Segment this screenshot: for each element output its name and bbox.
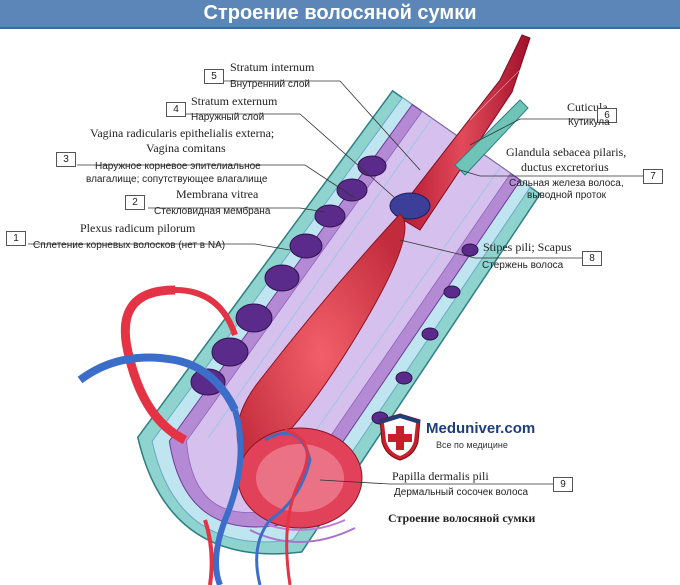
follicle-collar xyxy=(389,192,431,220)
label-5-number: 5 xyxy=(204,69,224,84)
label-3-latin: Vagina radicularis epithelialis externa; xyxy=(90,126,275,140)
label-7-latin: Glandula sebacea pilaris, xyxy=(506,145,627,159)
label-4-latin: Stratum externum xyxy=(191,94,278,108)
label-9-latin: Papilla dermalis pili xyxy=(392,469,489,483)
blood-vessels xyxy=(77,285,312,585)
label-6-russian: Кутикула xyxy=(568,117,610,128)
figure-caption: Строение волосяной сумки xyxy=(388,511,536,525)
label-3-russian: Наружное корневое эпителиальное xyxy=(95,161,261,172)
label-7-russian-line2: выводной проток xyxy=(527,190,607,201)
label-8-latin: Stipes pili; Scapus xyxy=(483,240,572,254)
label-7-latin-line2: ductus excretorius xyxy=(521,160,609,174)
label-7-russian: Сальная железа волоса, xyxy=(509,178,624,189)
logo-name: Meduniver.com xyxy=(426,420,536,437)
label-4-russian: Наружный слой xyxy=(191,112,265,123)
label-1-russian: Сплетение корневых волосков (нет в NA) xyxy=(33,240,226,251)
label-2-latin: Membrana vitrea xyxy=(176,187,259,201)
label-4-number: 4 xyxy=(166,102,186,117)
title-bar xyxy=(0,0,680,29)
label-9-number: 9 xyxy=(553,477,573,492)
label-3-russian-line2: влагалище; сопутствующее влагалище xyxy=(86,174,268,185)
label-3-latin-line2: Vagina comitans xyxy=(146,141,226,155)
plexus-radicum-bumps xyxy=(190,155,479,425)
meduniver-logo: Meduniver.com Все по медицине xyxy=(378,412,548,464)
label-1-number: 1 xyxy=(6,231,26,246)
label-9-russian: Дермальный сосочек волоса xyxy=(394,487,529,498)
hair-shaft xyxy=(394,34,541,231)
label-2-russian: Стекловидная мембрана xyxy=(154,206,271,217)
label-1-latin: Plexus radicum pilorum xyxy=(80,221,196,235)
label-5-russian: Внутренний слой xyxy=(230,79,310,90)
page-title: Строение волосяной сумки xyxy=(203,2,477,24)
shield-cross-icon xyxy=(379,413,421,461)
label-8-number: 8 xyxy=(582,251,602,266)
leader-lines xyxy=(28,80,645,485)
label-8-russian: Стержень волоса xyxy=(482,260,564,271)
label-7-number: 7 xyxy=(643,169,663,184)
hair-follicle-illustration xyxy=(28,34,645,585)
label-3-number: 3 xyxy=(56,152,76,167)
logo-tagline: Все по медицине xyxy=(436,440,508,450)
label-6-number: 6 xyxy=(597,108,617,123)
sebaceous-gland-duct xyxy=(454,99,529,176)
label-2-number: 2 xyxy=(125,195,145,210)
label-5-latin: Stratum internum xyxy=(230,60,315,74)
